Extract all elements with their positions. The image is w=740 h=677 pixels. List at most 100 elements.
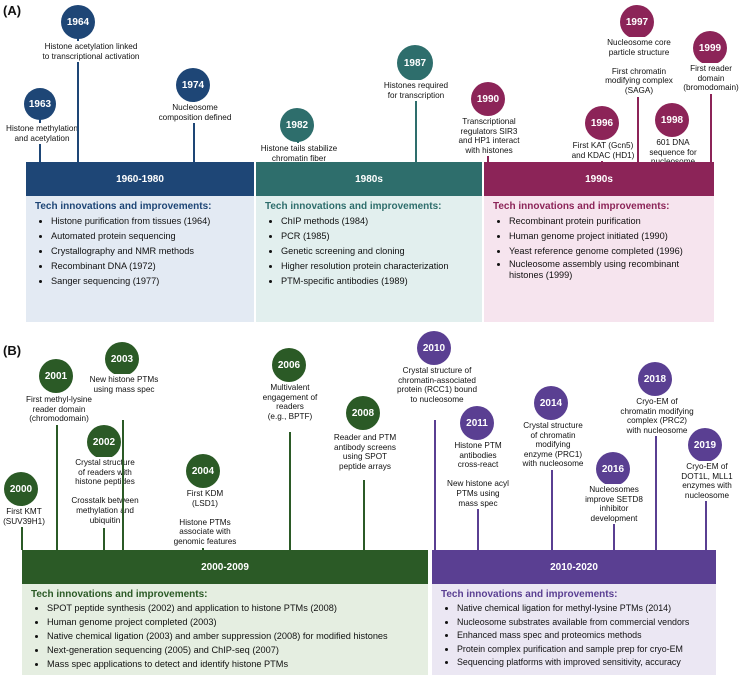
event-1998-circle: 1998 xyxy=(655,103,689,137)
event-2001-circle: 2001 xyxy=(39,359,73,393)
stem-1974 xyxy=(193,96,195,162)
event-1974-circle: 1974 xyxy=(176,68,210,102)
event-1964-text: Histone acetylation linked to transcript… xyxy=(28,41,154,63)
tech-item: Higher resolution protein characterizati… xyxy=(281,259,476,274)
stem-2014 xyxy=(551,460,553,550)
tech-item: Native chemical ligation (2003) and ambe… xyxy=(47,630,422,644)
stem-2010 xyxy=(434,420,436,550)
event-1990-text: Transcriptional regulators SIR3 and HP1 … xyxy=(449,116,529,157)
tech-item: Recombinant protein purification xyxy=(509,214,708,229)
event-2018-circle: 2018 xyxy=(638,362,672,396)
tech-box-2010-2020: Tech innovations and improvements: Nativ… xyxy=(432,584,716,675)
era-bar-1980s: 1980s xyxy=(256,162,482,196)
event-2016-circle: 2016 xyxy=(596,452,630,486)
event-2016-text: Nucleosomes improve SETD8 inhibitor deve… xyxy=(580,484,648,525)
event-1974-text: Nucleosome composition defined xyxy=(152,102,238,124)
tech-list: Native chemical ligation for methyl-lysi… xyxy=(441,602,710,670)
stem-1997 xyxy=(637,34,639,162)
era-bar-1990s: 1990s xyxy=(484,162,714,196)
tech-item: Nucleosome assembly using recombinant hi… xyxy=(509,259,708,282)
event-2019-circle: 2019 xyxy=(688,428,722,462)
event-2002-circle: 2002 xyxy=(87,425,121,459)
tech-title: Tech innovations and improvements: xyxy=(265,201,442,212)
event-1997-text: Nucleosome core particle structure First… xyxy=(598,37,680,97)
event-1963-circle: 1963 xyxy=(24,88,56,120)
tech-item: SPOT peptide synthesis (2002) and applic… xyxy=(47,602,422,616)
event-2011-circle: 2011 xyxy=(460,406,494,440)
event-2018-text: Cryo-EM of chromatin modifying complex (… xyxy=(614,396,700,437)
event-1990-circle: 1990 xyxy=(471,82,505,116)
event-2000-text: First KMT (SUV39H1) xyxy=(0,506,48,528)
event-2006-circle: 2006 xyxy=(272,348,306,382)
tech-item: Crystallography and NMR methods xyxy=(51,244,248,259)
era-bar-2000-2009: 2000-2009 xyxy=(22,550,428,584)
event-2014-circle: 2014 xyxy=(534,386,568,420)
tech-list: SPOT peptide synthesis (2002) and applic… xyxy=(31,602,422,672)
tech-list: Histone purification from tissues (1964)… xyxy=(35,214,248,289)
tech-item: Sequencing platforms with improved sensi… xyxy=(457,656,710,670)
event-2003-circle: 2003 xyxy=(105,342,139,376)
tech-item: Genetic screening and cloning xyxy=(281,244,476,259)
tech-list: ChIP methods (1984) PCR (1985) Genetic s… xyxy=(265,214,476,289)
tech-box-1990s: Tech innovations and improvements: Recom… xyxy=(484,196,714,322)
event-1987-circle: 1987 xyxy=(397,45,433,81)
tech-item: ChIP methods (1984) xyxy=(281,214,476,229)
tech-title: Tech innovations and improvements: xyxy=(35,201,212,212)
stem-2019 xyxy=(705,500,707,550)
event-1997-circle: 1997 xyxy=(620,5,654,39)
event-2010-circle: 2010 xyxy=(417,331,451,365)
event-2000-circle: 2000 xyxy=(4,472,38,506)
stem-2016 xyxy=(613,524,615,550)
tech-item: Automated protein sequencing xyxy=(51,229,248,244)
event-1982-text: Histone tails stabilize chromatin fiber xyxy=(254,143,344,165)
event-2011-text: Histone PTM antibodies cross-react New h… xyxy=(440,440,516,510)
tech-item: Sanger sequencing (1977) xyxy=(51,274,248,289)
tech-box-1980s: Tech innovations and improvements: ChIP … xyxy=(256,196,482,322)
tech-item: Mass spec applications to detect and ide… xyxy=(47,658,422,672)
tech-title: Tech innovations and improvements: xyxy=(493,201,670,212)
era-bar-2010-2020: 2010-2020 xyxy=(432,550,716,584)
stem-2008 xyxy=(363,480,365,550)
tech-item: Human genome project completed (2003) xyxy=(47,616,422,630)
tech-list: Recombinant protein purification Human g… xyxy=(493,214,708,282)
tech-item: Histone purification from tissues (1964) xyxy=(51,214,248,229)
event-2001-text: First methyl-lysine reader domain (chrom… xyxy=(18,394,100,425)
stem-2006 xyxy=(289,432,291,550)
tech-item: Enhanced mass spec and proteomics method… xyxy=(457,629,710,643)
event-1996-circle: 1996 xyxy=(585,106,619,140)
stem-2002 xyxy=(103,528,105,550)
tech-box-2000-2009: Tech innovations and improvements: SPOT … xyxy=(22,584,428,675)
stem-2018 xyxy=(655,434,657,550)
event-1999-circle: 1999 xyxy=(693,31,727,65)
tech-title: Tech innovations and improvements: xyxy=(31,589,208,600)
panel-a-label: (A) xyxy=(3,3,22,18)
stem-1987 xyxy=(415,90,417,162)
stem-1999 xyxy=(710,74,712,162)
event-2002-text: Crystal structure of readers with histon… xyxy=(66,457,144,527)
tech-item: Recombinant DNA (1972) xyxy=(51,259,248,274)
event-2004-circle: 2004 xyxy=(186,454,220,488)
tech-item: Native chemical ligation for methyl-lysi… xyxy=(457,602,710,616)
event-2014-text: Crystal structure of chromatin modifying… xyxy=(514,420,592,470)
tech-item: PTM-specific antibodies (1989) xyxy=(281,274,476,289)
tech-title: Tech innovations and improvements: xyxy=(441,589,618,600)
event-2004-text: First KDM (LSD1) Histone PTMs associate … xyxy=(166,488,244,548)
stem-2011 xyxy=(477,502,479,550)
event-1982-circle: 1982 xyxy=(280,108,314,142)
event-1987-text: Histones required for transcription xyxy=(370,80,462,102)
era-bar-1960-1980: 1960-1980 xyxy=(26,162,254,196)
event-2008-text: Reader and PTM antibody screens using SP… xyxy=(326,432,404,473)
event-2003-text: New histone PTMs using mass spec xyxy=(84,374,164,396)
event-1996-text: First KAT (Gcn5) and KDAC (HD1) xyxy=(558,140,648,162)
tech-item: Human genome project initiated (1990) xyxy=(509,229,708,244)
event-1999-text: First reader domain (bromodomain) xyxy=(680,63,740,94)
event-1964-circle: 1964 xyxy=(61,5,95,39)
stem-2003 xyxy=(122,420,124,550)
event-2010-text: Crystal structure of chromatin-associate… xyxy=(390,365,484,406)
event-2006-text: Multivalent engagement of readers (e.g.,… xyxy=(256,382,324,423)
event-2019-text: Cryo-EM of DOT1L, MLL1 enzymes with nucl… xyxy=(674,461,740,502)
stem-2001 xyxy=(56,396,58,550)
event-2008-circle: 2008 xyxy=(346,396,380,430)
stem-1964 xyxy=(77,34,79,162)
panel-b-label: (B) xyxy=(3,343,22,358)
